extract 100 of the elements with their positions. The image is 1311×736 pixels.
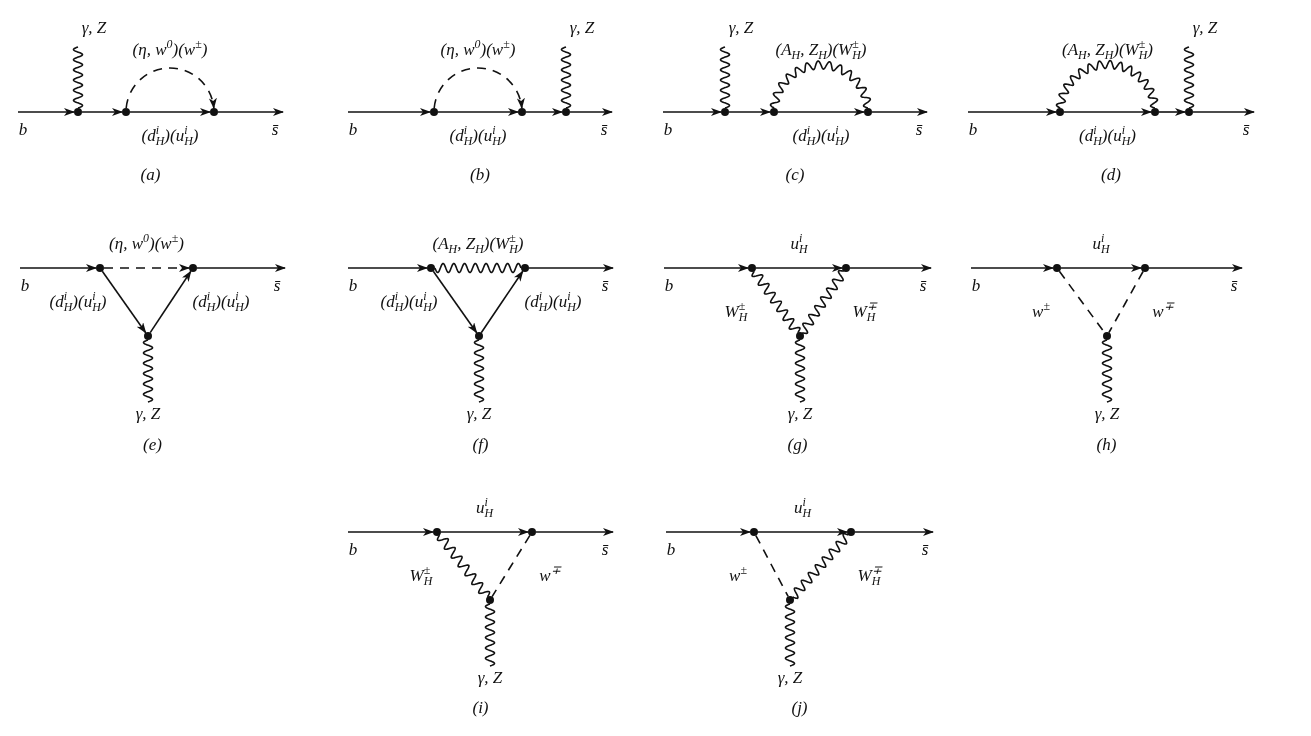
edge-label: γ, Z xyxy=(477,668,503,688)
arrow-line xyxy=(347,264,428,272)
edge-label: b xyxy=(20,276,30,296)
edge-label: w$^{∓}$ xyxy=(539,566,561,586)
vertex-dot xyxy=(521,264,529,272)
edge-label: s̄ xyxy=(921,540,929,560)
vertex-dot xyxy=(96,264,104,272)
panel-caption: (b) xyxy=(470,165,490,185)
edge-label: γ, Z xyxy=(1094,404,1120,424)
arrow-line xyxy=(17,108,75,116)
edge-label: w$^{∓}$ xyxy=(1152,302,1174,322)
vertex-dot xyxy=(1103,332,1111,340)
edge-label: (d$^{i}$$_{H}$)(u$^{i}$$_{H}$) xyxy=(1079,126,1136,146)
wavy-line xyxy=(719,46,731,109)
wavy-line xyxy=(142,339,154,403)
panel-caption: (i) xyxy=(472,698,489,718)
vertex-dot xyxy=(842,264,850,272)
arrow-line xyxy=(129,108,211,116)
edge-label: (d$^{i}$$_{H}$)(u$^{i}$$_{H}$) xyxy=(524,292,582,312)
edge-label: s̄ xyxy=(919,276,927,296)
panel-caption: (f) xyxy=(472,435,489,455)
vertex-dot xyxy=(433,528,441,536)
wavy-line xyxy=(1183,46,1195,109)
edge-label: s̄ xyxy=(600,120,608,140)
vertex-dot xyxy=(864,108,872,116)
arrow-line xyxy=(1060,264,1142,272)
vertex-dot xyxy=(1053,264,1061,272)
panel-caption: (a) xyxy=(140,165,161,185)
arrow-line xyxy=(149,270,192,334)
arrow-line xyxy=(196,264,286,272)
arrow-line xyxy=(849,264,932,272)
arrow-line xyxy=(81,108,123,116)
arrow-line xyxy=(967,108,1057,116)
edge-label: b xyxy=(666,540,676,560)
wavy-line xyxy=(72,46,84,109)
edge-label: s̄ xyxy=(1242,120,1250,140)
edge-label: γ, Z xyxy=(728,18,754,38)
vertex-dot xyxy=(210,108,218,116)
arrow-line xyxy=(217,108,284,116)
dashed-line xyxy=(1108,270,1144,334)
edge-label: γ, Z xyxy=(1192,18,1218,38)
wavy-line xyxy=(751,270,801,334)
arrow-line xyxy=(1063,108,1152,116)
dashed-line xyxy=(491,534,531,598)
wavy-line xyxy=(794,339,806,403)
arrow-line xyxy=(1148,264,1243,272)
vertex-dot xyxy=(1056,108,1064,116)
arrow-line xyxy=(728,108,771,116)
edge-label: (d$^{i}$$_{H}$)(u$^{i}$$_{H}$) xyxy=(49,292,107,312)
wavy-line xyxy=(791,532,850,600)
wavy-line xyxy=(436,534,491,598)
arrow-line xyxy=(569,108,613,116)
panel-caption: (g) xyxy=(787,435,808,455)
vertex-dot xyxy=(1185,108,1193,116)
dashed-line xyxy=(125,67,217,109)
vertex-dot xyxy=(562,108,570,116)
vertex-dot xyxy=(74,108,82,116)
wavy-line xyxy=(434,262,522,274)
wavy-line xyxy=(560,46,572,109)
edge-label: w$^{±}$ xyxy=(729,566,747,586)
vertex-dot xyxy=(796,332,804,340)
edge-label: (d$^{i}$$_{H}$)(u$^{i}$$_{H}$) xyxy=(449,126,507,146)
edge-label: b xyxy=(664,276,674,296)
vertex-dot xyxy=(144,332,152,340)
edge-label: (η, w$^{0}$)(w$^{±}$) xyxy=(109,234,184,254)
arrow-line xyxy=(1158,108,1186,116)
edge-label: s̄ xyxy=(271,120,279,140)
arrow-line xyxy=(663,264,749,272)
edge-label: b xyxy=(348,120,358,140)
wavy-line xyxy=(1055,59,1159,109)
panel-caption: (c) xyxy=(785,165,805,185)
wavy-line xyxy=(1101,339,1113,403)
edge-label: (d$^{i}$$_{H}$)(u$^{i}$$_{H}$) xyxy=(192,292,250,312)
edge-label: γ, Z xyxy=(466,404,492,424)
edge-label: (A$_{H}$, Z$_{H}$)(W$^{±}$$_{H}$) xyxy=(432,234,524,254)
edge-label: w$^{±}$ xyxy=(1032,302,1050,322)
arrow-line xyxy=(970,264,1054,272)
edge-label: (A$_{H}$, Z$_{H}$)(W$^{±}$$_{H}$) xyxy=(775,40,867,60)
edge-label: b xyxy=(348,540,358,560)
edge-label: γ, Z xyxy=(81,18,107,38)
edge-label: γ, Z xyxy=(135,404,161,424)
arrow-line xyxy=(101,270,147,334)
edge-label: b xyxy=(663,120,673,140)
vertex-dot xyxy=(528,528,536,536)
arrow-line xyxy=(437,108,519,116)
panel-caption: (h) xyxy=(1096,435,1117,455)
vertex-dot xyxy=(189,264,197,272)
edge-label: (d$^{i}$$_{H}$)(u$^{i}$$_{H}$) xyxy=(792,126,850,146)
edge-label: s̄ xyxy=(601,540,609,560)
edge-label: s̄ xyxy=(1230,276,1238,296)
vertex-dot xyxy=(486,596,494,604)
vertex-dot xyxy=(847,528,855,536)
edge-label: γ, Z xyxy=(777,668,803,688)
arrow-line xyxy=(347,528,434,536)
arrow-line xyxy=(871,108,928,116)
vertex-dot xyxy=(750,528,758,536)
arrow-line xyxy=(480,270,524,334)
edge-label: s̄ xyxy=(915,120,923,140)
arrow-line xyxy=(19,264,97,272)
wavy-line xyxy=(473,339,485,403)
